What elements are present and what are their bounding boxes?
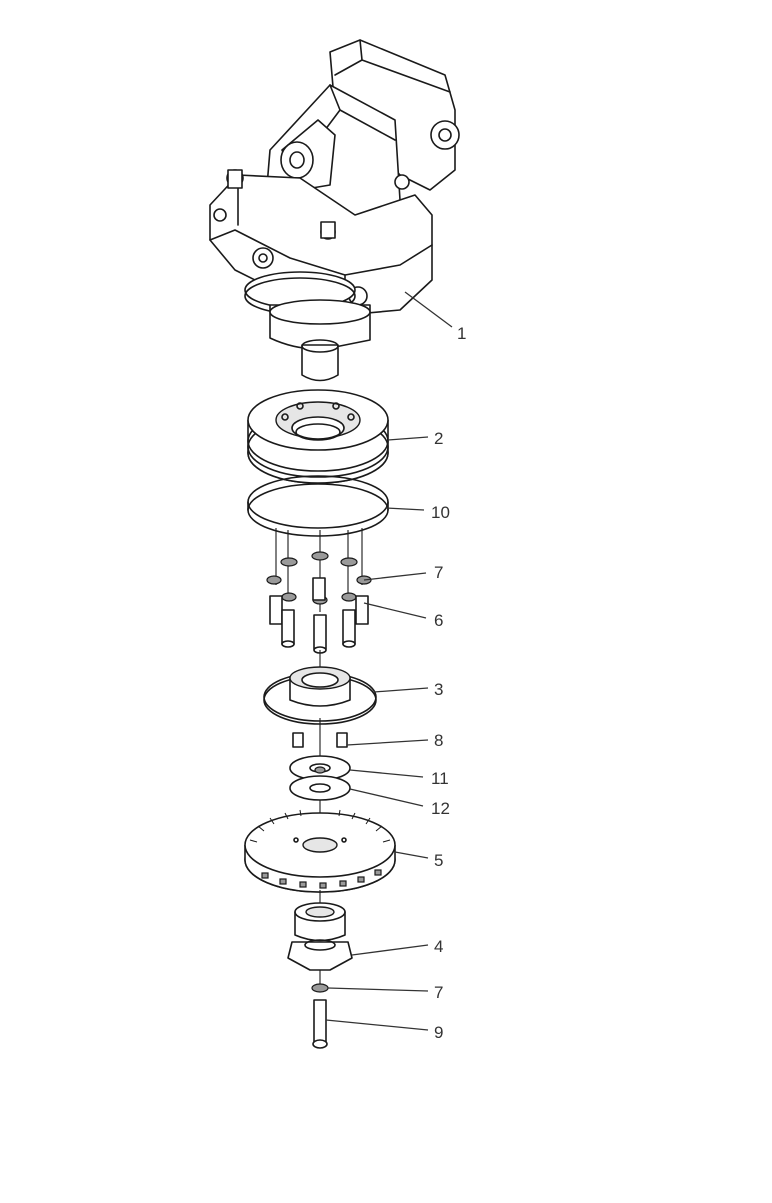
callout-11: 11 <box>431 769 449 788</box>
callout-5: 5 <box>434 851 443 870</box>
callout-12: 12 <box>431 799 450 818</box>
part-3-hub-flange <box>263 650 377 725</box>
callout-7-top: 7 <box>434 563 443 582</box>
part-6-7-bolts-washers <box>266 528 372 654</box>
callout-3: 3 <box>434 680 443 699</box>
callout-6: 6 <box>434 611 443 630</box>
part-10-ring <box>247 475 389 537</box>
callout-1: 1 <box>457 324 466 343</box>
callout-2: 2 <box>434 429 443 448</box>
callout-4: 4 <box>434 937 443 956</box>
part-7-9-washer-screw <box>311 970 329 1049</box>
part-8-11-12-pins-plates <box>289 718 351 820</box>
part-5-slotted-disc <box>244 809 396 893</box>
callout-labels: 1 2 10 7 6 3 8 11 12 5 4 7 9 <box>431 324 466 1042</box>
part-4-bottom-hub <box>287 890 353 971</box>
callout-10: 10 <box>431 503 450 522</box>
callout-8: 8 <box>434 731 443 750</box>
callout-7-bottom: 7 <box>434 983 443 1002</box>
part-1-motor <box>209 39 460 382</box>
callout-9: 9 <box>434 1023 443 1042</box>
part-2-pulley <box>247 389 389 484</box>
leader-lines <box>325 291 453 1031</box>
